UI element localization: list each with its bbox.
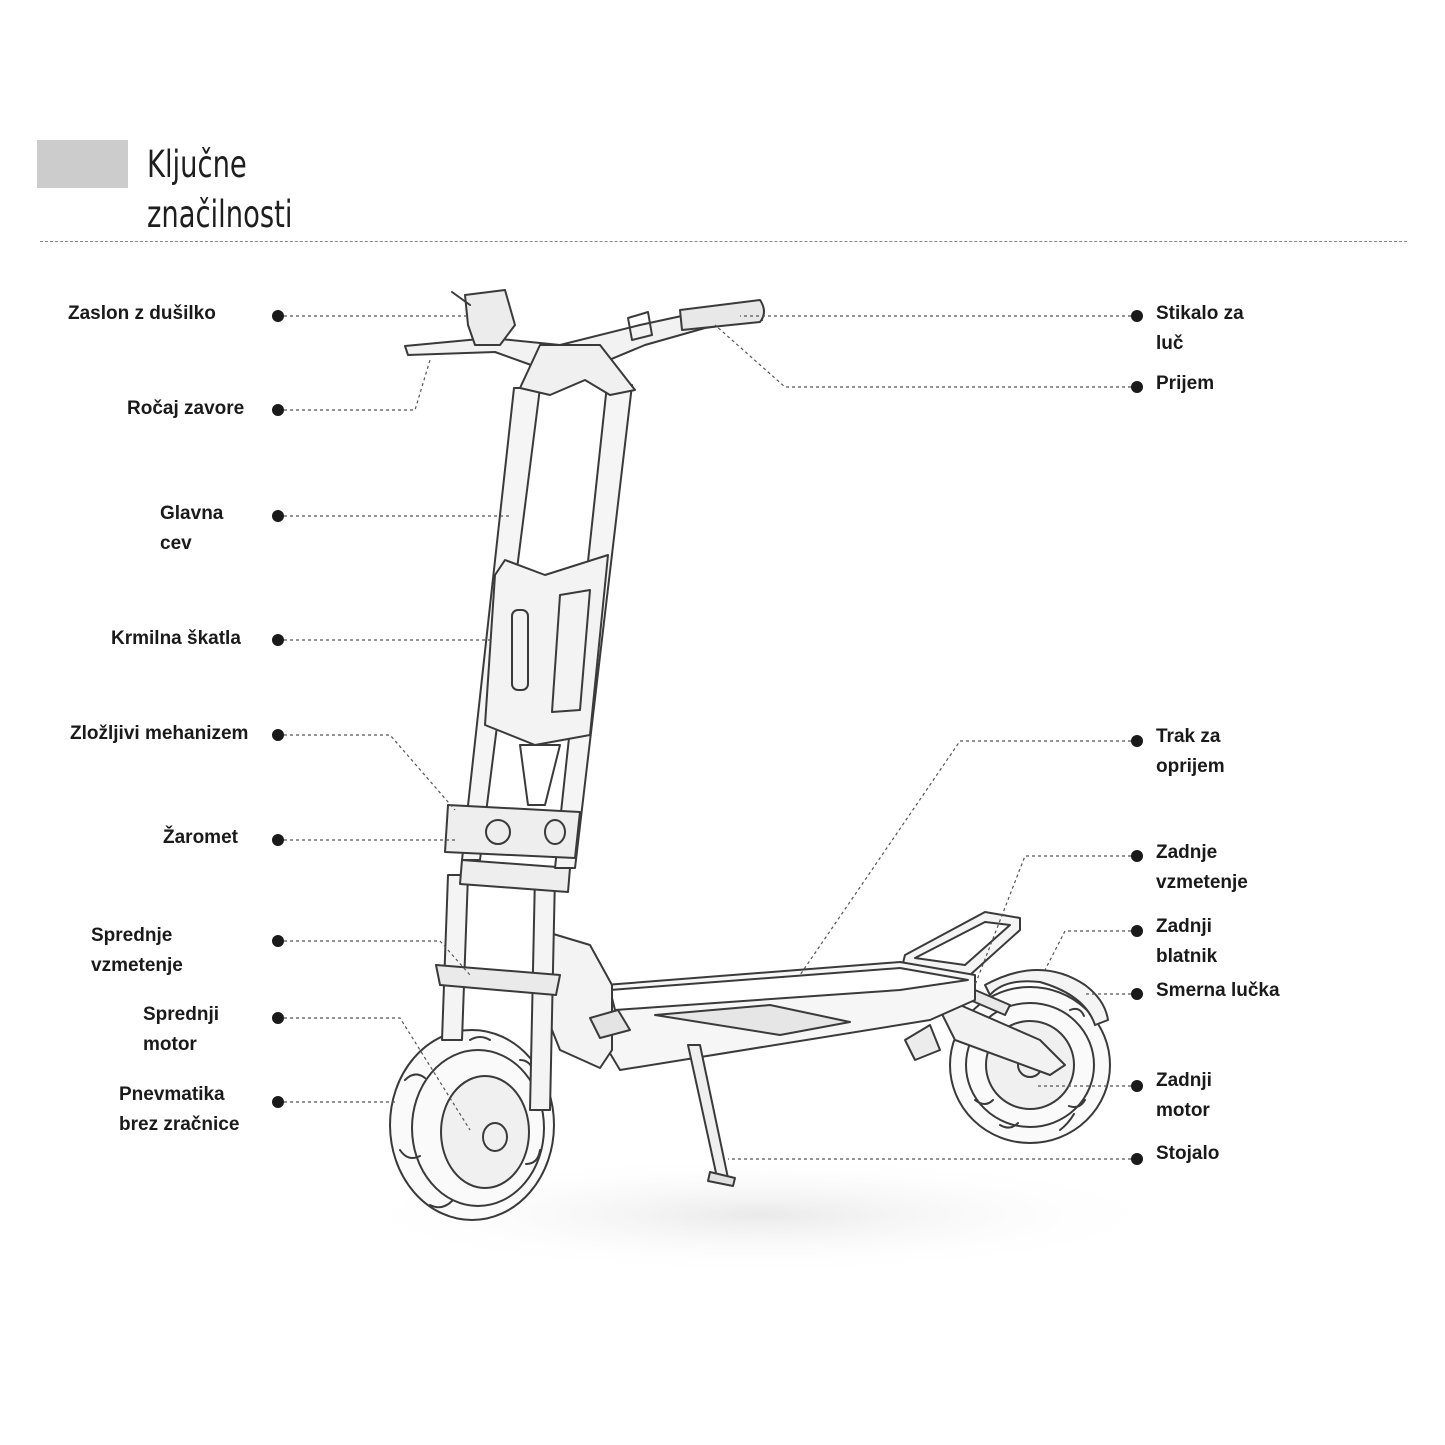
label-light-switch: Stikalo za luč: [1156, 303, 1244, 354]
page-title: Ključne značilnosti: [147, 143, 293, 236]
front-fork: [441, 874, 469, 1041]
controller-box: [484, 554, 609, 746]
headlight-block: [444, 804, 581, 859]
marker-grip: [1131, 381, 1143, 393]
display-unit: [464, 289, 516, 346]
leader-folding: [278, 734, 456, 811]
label-tubeless-tire: Pnevmatika brez zračnice: [119, 1084, 240, 1135]
title-accent-block: [37, 140, 128, 188]
marker-turn-signal: [1131, 988, 1143, 1000]
front-wheel: [389, 1029, 555, 1221]
marker-grip-tape: [1131, 735, 1143, 747]
leader-grip: [714, 324, 1137, 388]
leader-grip-tape: [799, 740, 1137, 976]
label-folding-mechanism: Zložljivi mehanizem: [70, 723, 249, 744]
label-grip-tape: Trak za oprijem: [1156, 726, 1225, 777]
marker-rear-fender: [1131, 925, 1143, 937]
leader-brake-lever: [278, 359, 431, 411]
label-main-tube: Glavna cev: [160, 503, 224, 554]
title-divider: [40, 241, 1407, 242]
label-control-box: Krmilna škatla: [111, 628, 241, 649]
label-grip: Prijem: [1156, 373, 1215, 394]
marker-tubeless-tire: [272, 1096, 284, 1108]
marker-main-tube: [272, 510, 284, 522]
marker-kickstand: [1131, 1153, 1143, 1165]
leader-lines: [278, 315, 1137, 1160]
marker-control-box: [272, 634, 284, 646]
label-rear-suspension: Zadnje vzmetenje: [1156, 842, 1248, 893]
label-rear-fender: Zadnji blatnik: [1156, 916, 1218, 967]
label-front-motor: Sprednji motor: [143, 1004, 220, 1055]
marker-brake-lever: [272, 404, 284, 416]
label-display: Zaslon z dušilko: [68, 303, 216, 324]
marker-rear-motor: [1131, 1080, 1143, 1092]
marker-headlight: [272, 834, 284, 846]
label-brake-lever: Ročaj zavore: [127, 398, 245, 419]
label-turn-signal: Smerna lučka: [1156, 980, 1280, 1001]
marker-display: [272, 310, 284, 322]
label-rear-motor: Zadnji motor: [1156, 1070, 1212, 1121]
marker-rear-suspension: [1131, 850, 1143, 862]
marker-front-motor: [272, 1012, 284, 1024]
label-headlight: Žaromet: [163, 827, 238, 848]
marker-front-suspension: [272, 935, 284, 947]
leader-rear-suspension: [974, 855, 1137, 986]
label-front-suspension: Sprednje vzmetenje: [91, 925, 183, 976]
ground-shadow: [340, 1155, 1180, 1275]
label-kickstand: Stojalo: [1156, 1143, 1220, 1164]
scooter-drawing: [389, 289, 1111, 1221]
leader-front-motor: [278, 1017, 471, 1131]
marker-folding-mechanism: [272, 729, 284, 741]
leader-rear-fender: [1044, 930, 1137, 971]
right-grip: [679, 299, 765, 331]
marker-light-switch: [1131, 310, 1143, 322]
leader-front-suspension: [278, 940, 471, 976]
rear-fender-shape: [984, 969, 1109, 1026]
